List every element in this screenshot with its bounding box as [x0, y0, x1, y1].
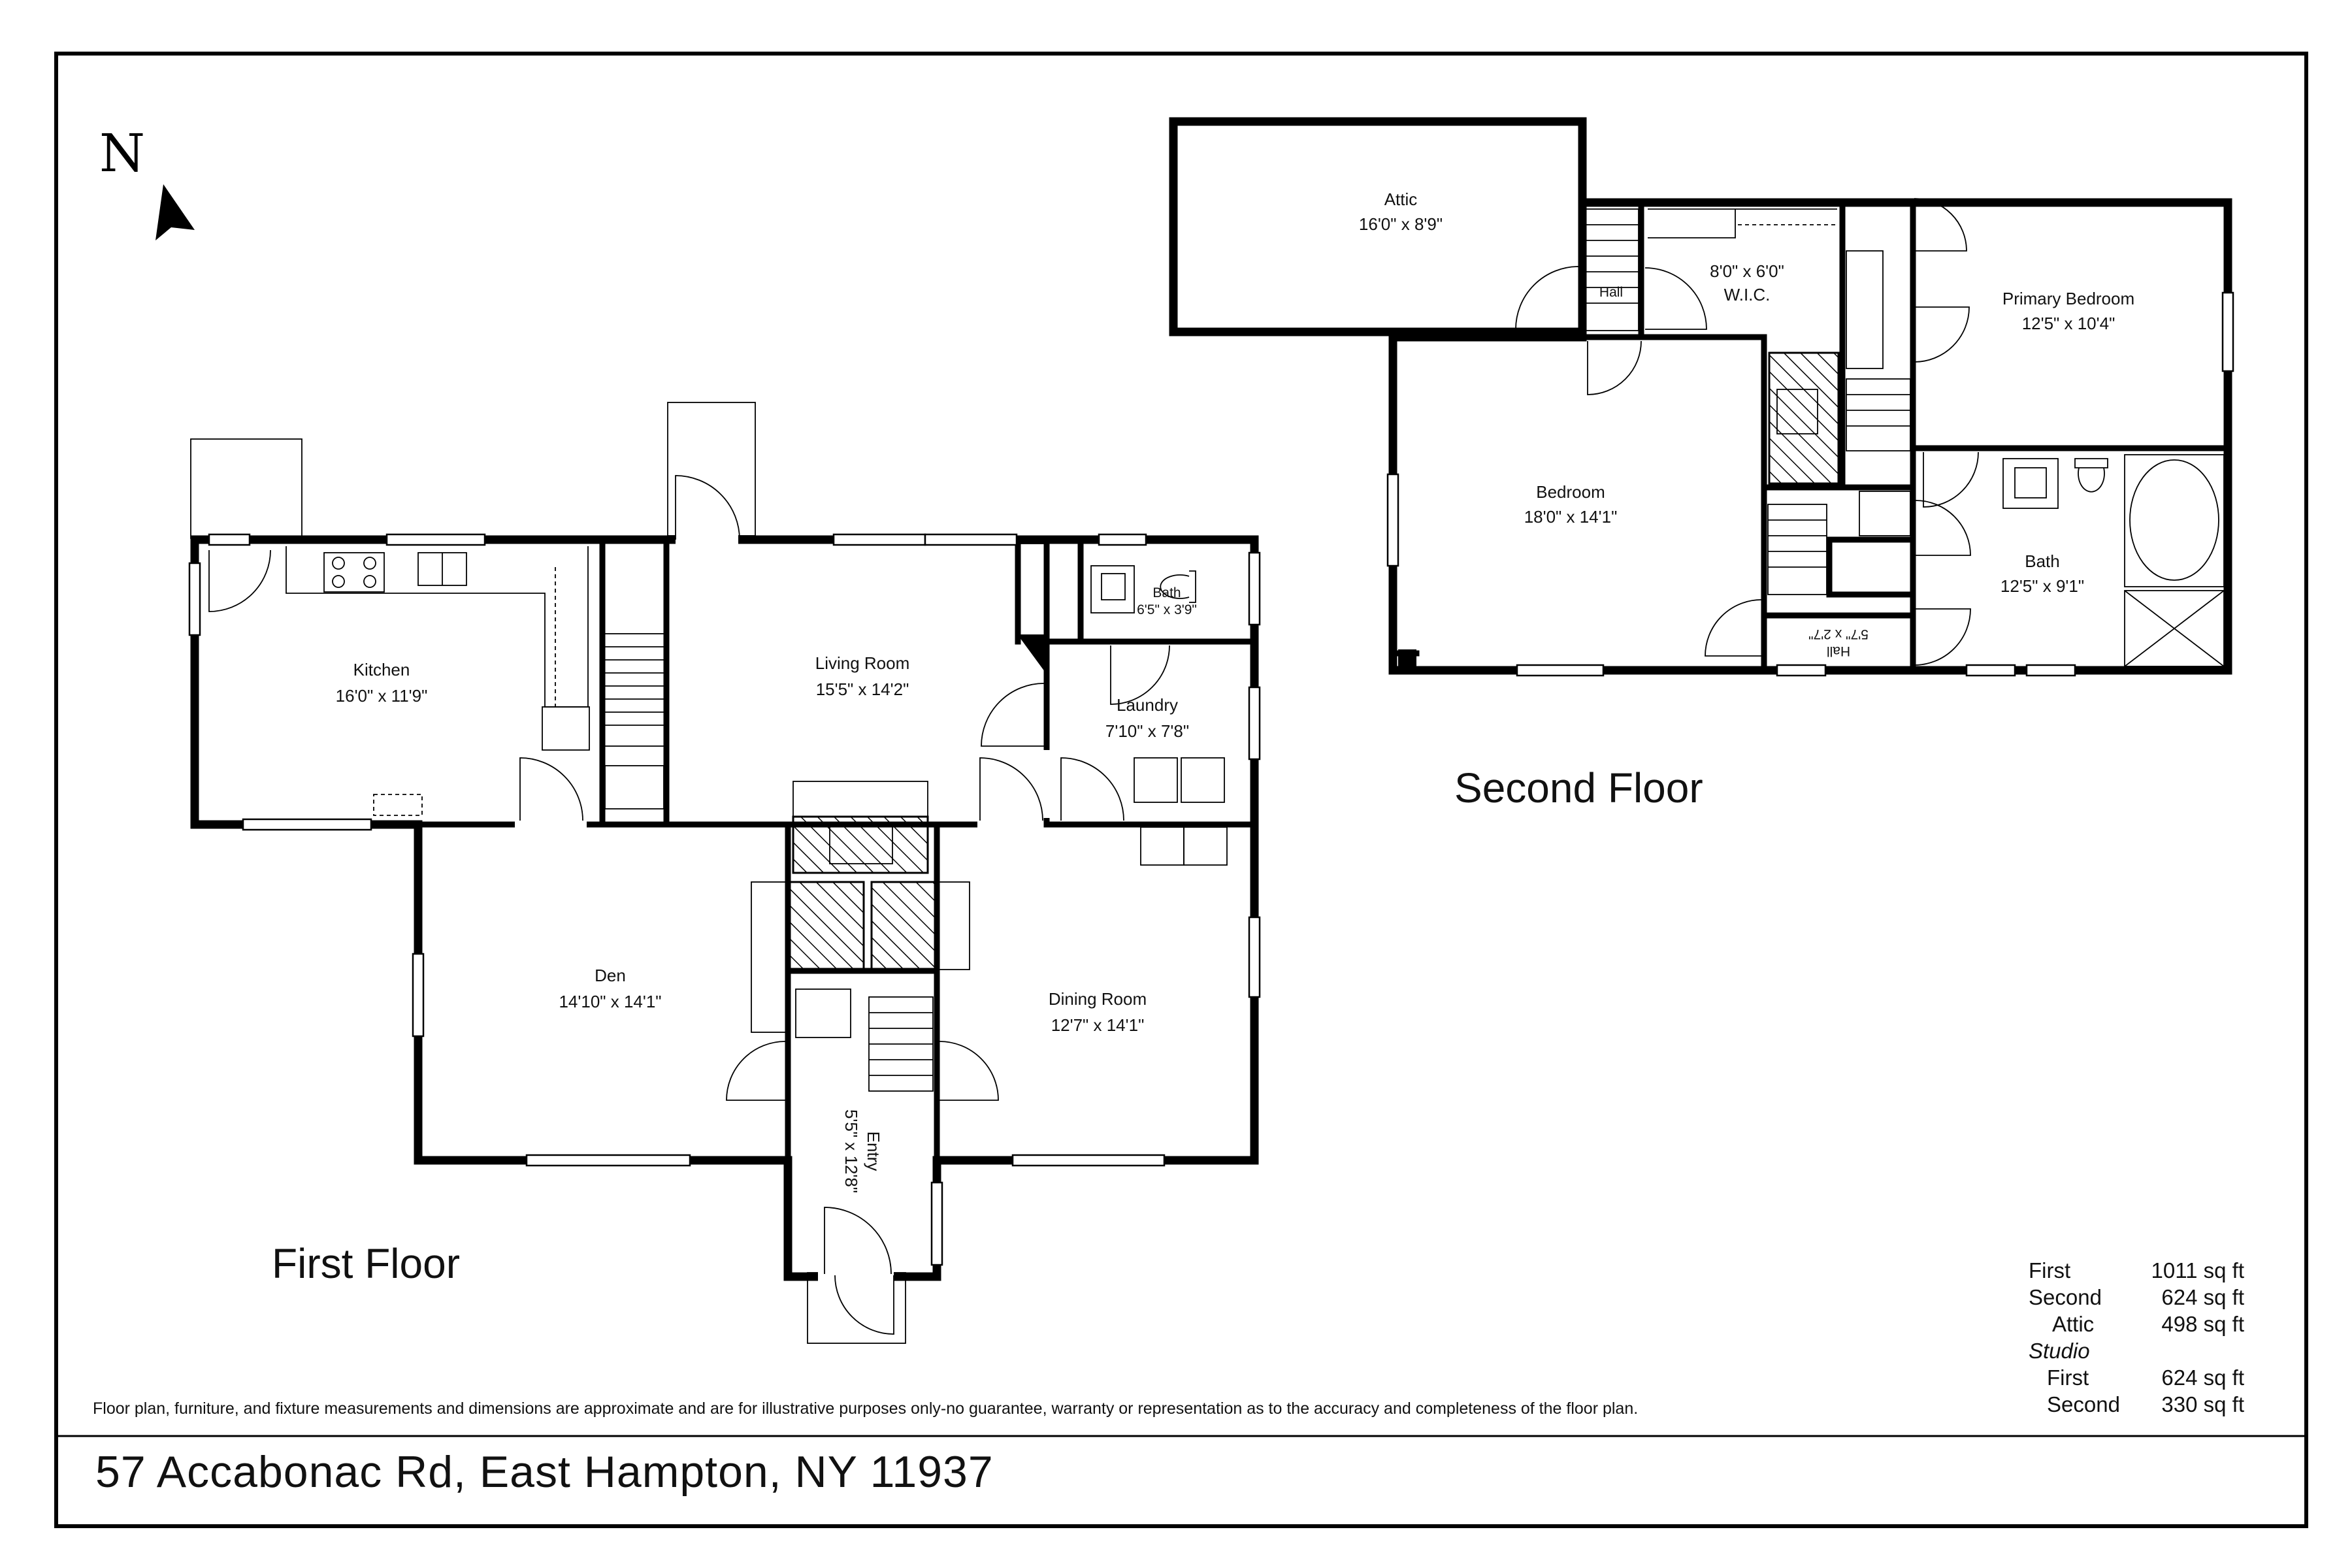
- sqft-row: Attic 498 sq ft: [2029, 1311, 2244, 1337]
- fireplace-icon: [1768, 351, 1840, 485]
- attic-dims: 16'0" x 8'9": [1359, 214, 1443, 234]
- window-icon: [1386, 291, 2234, 677]
- window-icon: [188, 533, 1261, 1266]
- den-dims: 14'10" x 14'1": [559, 992, 661, 1011]
- kitchen-dims: 16'0" x 11'9": [336, 686, 428, 706]
- sqft-value: [2140, 1337, 2244, 1364]
- sqft-value: 624 sq ft: [2161, 1285, 2244, 1309]
- sqft-value: 1011 sq ft: [2151, 1258, 2245, 1282]
- fireplace-icon: [751, 781, 970, 1033]
- hall-lower-dims: 5'7" x 2'7": [1808, 627, 1869, 642]
- disclaimer-text: Floor plan, furniture, and fixture measu…: [93, 1399, 1639, 1418]
- sqft-label: First: [2047, 1365, 2089, 1390]
- first-floor-plan: Kitchen 16'0" x 11'9" Living Room 15'5" …: [188, 402, 1261, 1344]
- laundry-dims: 7'10" x 7'8": [1105, 721, 1189, 741]
- living-room-dims: 15'5" x 14'2": [816, 679, 909, 699]
- sqft-label: Studio: [2029, 1339, 2090, 1363]
- dryer-icon: [1181, 757, 1225, 803]
- square-footage-table: First 1011 sq ft Second 624 sq ft Attic 498 s…: [2029, 1257, 2244, 1418]
- wic-label: W.I.C.: [1724, 285, 1771, 304]
- second-floor-label: Second Floor: [1454, 764, 1703, 811]
- sink-icon: [1090, 565, 1135, 613]
- sink-icon: [2002, 458, 2059, 509]
- toilet-icon: [2074, 458, 2108, 493]
- attic-label: Attic: [1384, 189, 1418, 209]
- sqft-label: Second: [2047, 1392, 2120, 1416]
- sink-icon: [417, 552, 467, 586]
- entry-dims: 5'5" x 12'8": [841, 1109, 861, 1193]
- hall-upper-label: Hall: [1599, 285, 1623, 300]
- sqft-label: Attic: [2052, 1312, 2095, 1336]
- sqft-value: 330 sq ft: [2161, 1392, 2244, 1416]
- door-swing-icon: [208, 475, 1170, 1335]
- laundry-label: Laundry: [1117, 695, 1178, 715]
- hall-lower-label: Hall: [1827, 644, 1850, 659]
- living-room-label: Living Room: [815, 653, 910, 673]
- sqft-label: First: [2029, 1258, 2071, 1282]
- sqft-row: First 1011 sq ft: [2029, 1257, 2244, 1284]
- bathtub-icon: [2124, 454, 2225, 587]
- bath-second-label: Bath: [2025, 551, 2060, 571]
- stove-icon: [323, 552, 385, 593]
- den-label: Den: [595, 966, 626, 985]
- washer-icon: [1134, 757, 1178, 803]
- kitchen-label: Kitchen: [353, 660, 410, 679]
- stair-icon: [603, 633, 934, 1092]
- dining-room-dims: 12'7" x 14'1": [1051, 1015, 1145, 1035]
- sqft-value: 498 sq ft: [2161, 1312, 2244, 1336]
- primary-bedroom-dims: 12'5" x 10'4": [2022, 314, 2115, 333]
- bedroom-label: Bedroom: [1536, 482, 1605, 502]
- bedroom-dims: 18'0" x 14'1": [1524, 507, 1618, 527]
- shower-icon: [2124, 590, 2225, 667]
- bath-second-dims: 12'5" x 9'1": [2001, 576, 2084, 596]
- sqft-row: Second 330 sq ft: [2029, 1391, 2244, 1418]
- wic-dims: 8'0" x 6'0": [1710, 261, 1784, 281]
- north-letter: N: [99, 123, 145, 184]
- stair-icon: [1582, 208, 1911, 595]
- primary-bedroom-label: Primary Bedroom: [2002, 289, 2134, 308]
- property-address: 57 Accabonac Rd, East Hampton, NY 11937: [95, 1447, 994, 1497]
- bath-first-dims: 6'5" x 3'9": [1137, 602, 1197, 617]
- sqft-row: First 624 sq ft: [2029, 1364, 2244, 1391]
- toilet-icon: [1160, 570, 1196, 603]
- entry-label: Entry: [864, 1132, 883, 1171]
- second-floor-plan: Attic 16'0" x 8'9" Hall 8'0" x 6'0" W.I.…: [1169, 117, 2234, 677]
- first-floor-label: First Floor: [272, 1240, 460, 1287]
- door-swing-icon: [1515, 198, 1979, 666]
- sqft-label: Second: [2029, 1285, 2102, 1309]
- page-frame: [54, 52, 2308, 1528]
- north-arrow-icon: N: [99, 123, 195, 240]
- sqft-row: Studio: [2029, 1337, 2244, 1364]
- sqft-row: Second 624 sq ft: [2029, 1284, 2244, 1311]
- sqft-value: 624 sq ft: [2161, 1365, 2244, 1390]
- bath-first-label: Bath: [1152, 585, 1181, 600]
- dining-room-label: Dining Room: [1049, 989, 1147, 1009]
